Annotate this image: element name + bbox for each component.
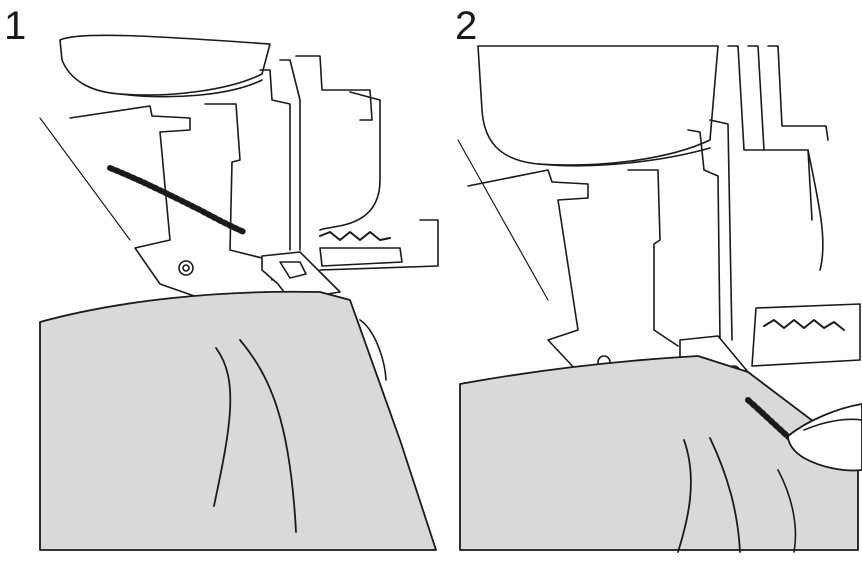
feed-dogs xyxy=(319,231,391,241)
presser-bar xyxy=(204,103,273,281)
thread-chain xyxy=(107,165,247,235)
presser-bar xyxy=(627,169,679,347)
step-2-illustration xyxy=(457,45,862,553)
step-2-panel: 2 xyxy=(448,0,862,566)
machine-bed xyxy=(69,105,271,299)
step-1-illustration xyxy=(39,34,439,551)
screw xyxy=(178,260,194,276)
feed-dogs xyxy=(763,319,845,331)
machine-bed xyxy=(467,169,619,373)
step-1-panel: 1 xyxy=(4,4,439,551)
machine-head xyxy=(477,45,719,166)
step-number-1: 1 xyxy=(4,4,27,48)
hand xyxy=(787,403,862,472)
machine-head xyxy=(59,34,271,96)
step-number-2: 2 xyxy=(455,4,478,48)
fabric xyxy=(39,290,437,551)
